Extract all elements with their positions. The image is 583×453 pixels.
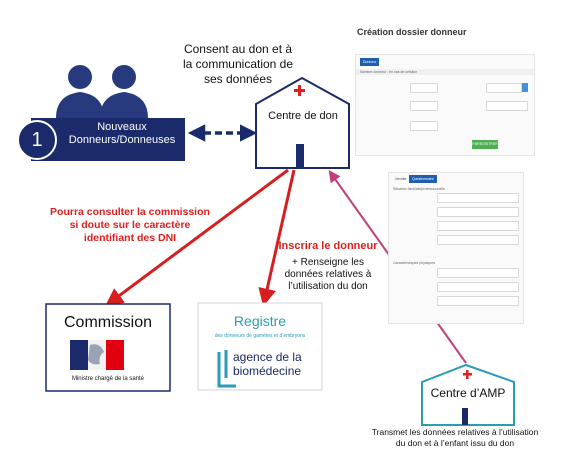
person-silhouette-icon bbox=[56, 65, 148, 118]
form-section3: Caractéristiques physiques bbox=[393, 261, 436, 265]
tab-questionnaire[interactable]: Questionnaire bbox=[409, 175, 437, 183]
form-card-identity: Identité Questionnaire Situation familia… bbox=[388, 172, 524, 324]
agence-line1: agence de la bbox=[233, 350, 302, 364]
field-4[interactable] bbox=[486, 101, 528, 111]
form-card-header bbox=[356, 69, 534, 75]
inscrira-line2: données relatives à bbox=[284, 269, 372, 280]
agence-biomedecine-logo-icon bbox=[217, 350, 236, 388]
field-2[interactable] bbox=[486, 83, 522, 93]
donor-label-line2: Donneurs/Donneuses bbox=[68, 134, 176, 146]
commission-note-line3: identifiant des DNI bbox=[83, 232, 177, 244]
arrow-to-commission bbox=[105, 168, 289, 307]
field-3[interactable] bbox=[410, 101, 438, 111]
donor-banner bbox=[17, 118, 185, 161]
consent-line2: la communication de bbox=[182, 57, 294, 71]
arrow-to-registre bbox=[258, 169, 296, 307]
form-card-donor: Donneur Nombre donneur : en cas de cellu… bbox=[355, 54, 535, 156]
agence-line2: biomédecine bbox=[233, 364, 302, 378]
inscrira-title: Inscrira le donneur bbox=[278, 240, 378, 252]
form-title: Création dossier donneur bbox=[357, 27, 467, 37]
registre-title: Registre bbox=[233, 313, 287, 329]
field-9[interactable] bbox=[437, 235, 519, 245]
field-8[interactable] bbox=[437, 221, 519, 231]
consent-text: Consent au don et à la communication de … bbox=[168, 42, 308, 87]
field-10[interactable] bbox=[437, 268, 519, 278]
consent-line3: ses données bbox=[203, 72, 273, 86]
form-section2: Situation familiale/professionnelle bbox=[393, 187, 445, 191]
commission-note-line1: Pourra consulter la commission bbox=[50, 206, 210, 218]
field-1[interactable] bbox=[410, 83, 438, 93]
transmet-text: Transmet les données relatives à l’utili… bbox=[330, 427, 580, 449]
tab-identite[interactable]: Identité bbox=[395, 177, 407, 181]
field-6[interactable] bbox=[437, 193, 519, 203]
commission-note: Pourra consulter la commission si doute … bbox=[36, 206, 224, 245]
marianne-logo-icon bbox=[70, 340, 124, 370]
inscrira-line3: l’utilisation du don bbox=[288, 281, 368, 292]
commission-title: Commission bbox=[63, 314, 152, 331]
field-5[interactable] bbox=[410, 121, 438, 131]
inscrira-text: Inscrira le donneur + Renseigne les donn… bbox=[278, 240, 378, 293]
commission-ministry: Ministre chargé de la santé bbox=[71, 376, 145, 382]
form-screenshot: Création dossier donneur Donneur Nombre … bbox=[352, 14, 535, 324]
consent-line1: Consent au don et à bbox=[183, 42, 293, 56]
transmet-line2: du don et à l’enfant issu du don bbox=[395, 438, 515, 448]
field-2-button[interactable] bbox=[522, 83, 528, 92]
tab-donneur[interactable]: Donneur bbox=[360, 58, 380, 66]
field-12[interactable] bbox=[437, 296, 519, 306]
registre-subtitle: des donneurs de gamètes et d’embryons bbox=[214, 333, 306, 339]
agence-logo-text: agence de la biomédecine bbox=[233, 350, 318, 378]
donor-label-line1: Nouveaux bbox=[97, 121, 147, 133]
donor-number: 1 bbox=[31, 129, 43, 151]
field-11[interactable] bbox=[437, 282, 519, 292]
inscrira-line1: + Renseigne les bbox=[292, 257, 364, 268]
donor-label: Nouveaux Donneurs/Donneuses bbox=[62, 121, 182, 147]
centre-don-house bbox=[255, 76, 350, 169]
form-section1: Nombre donneur : en cas de cellulue bbox=[360, 70, 418, 74]
field-7[interactable] bbox=[437, 207, 519, 217]
centre-amp-label: Centre d’AMP bbox=[430, 386, 506, 400]
centre-amp-house bbox=[421, 363, 515, 426]
commission-note-line2: si doute sur le caractère bbox=[69, 219, 191, 231]
save-button[interactable]: ENREGISTRER bbox=[472, 140, 498, 149]
centre-don-label: Centre de don bbox=[268, 110, 338, 122]
transmet-line1: Transmet les données relatives à l’utili… bbox=[371, 427, 539, 437]
